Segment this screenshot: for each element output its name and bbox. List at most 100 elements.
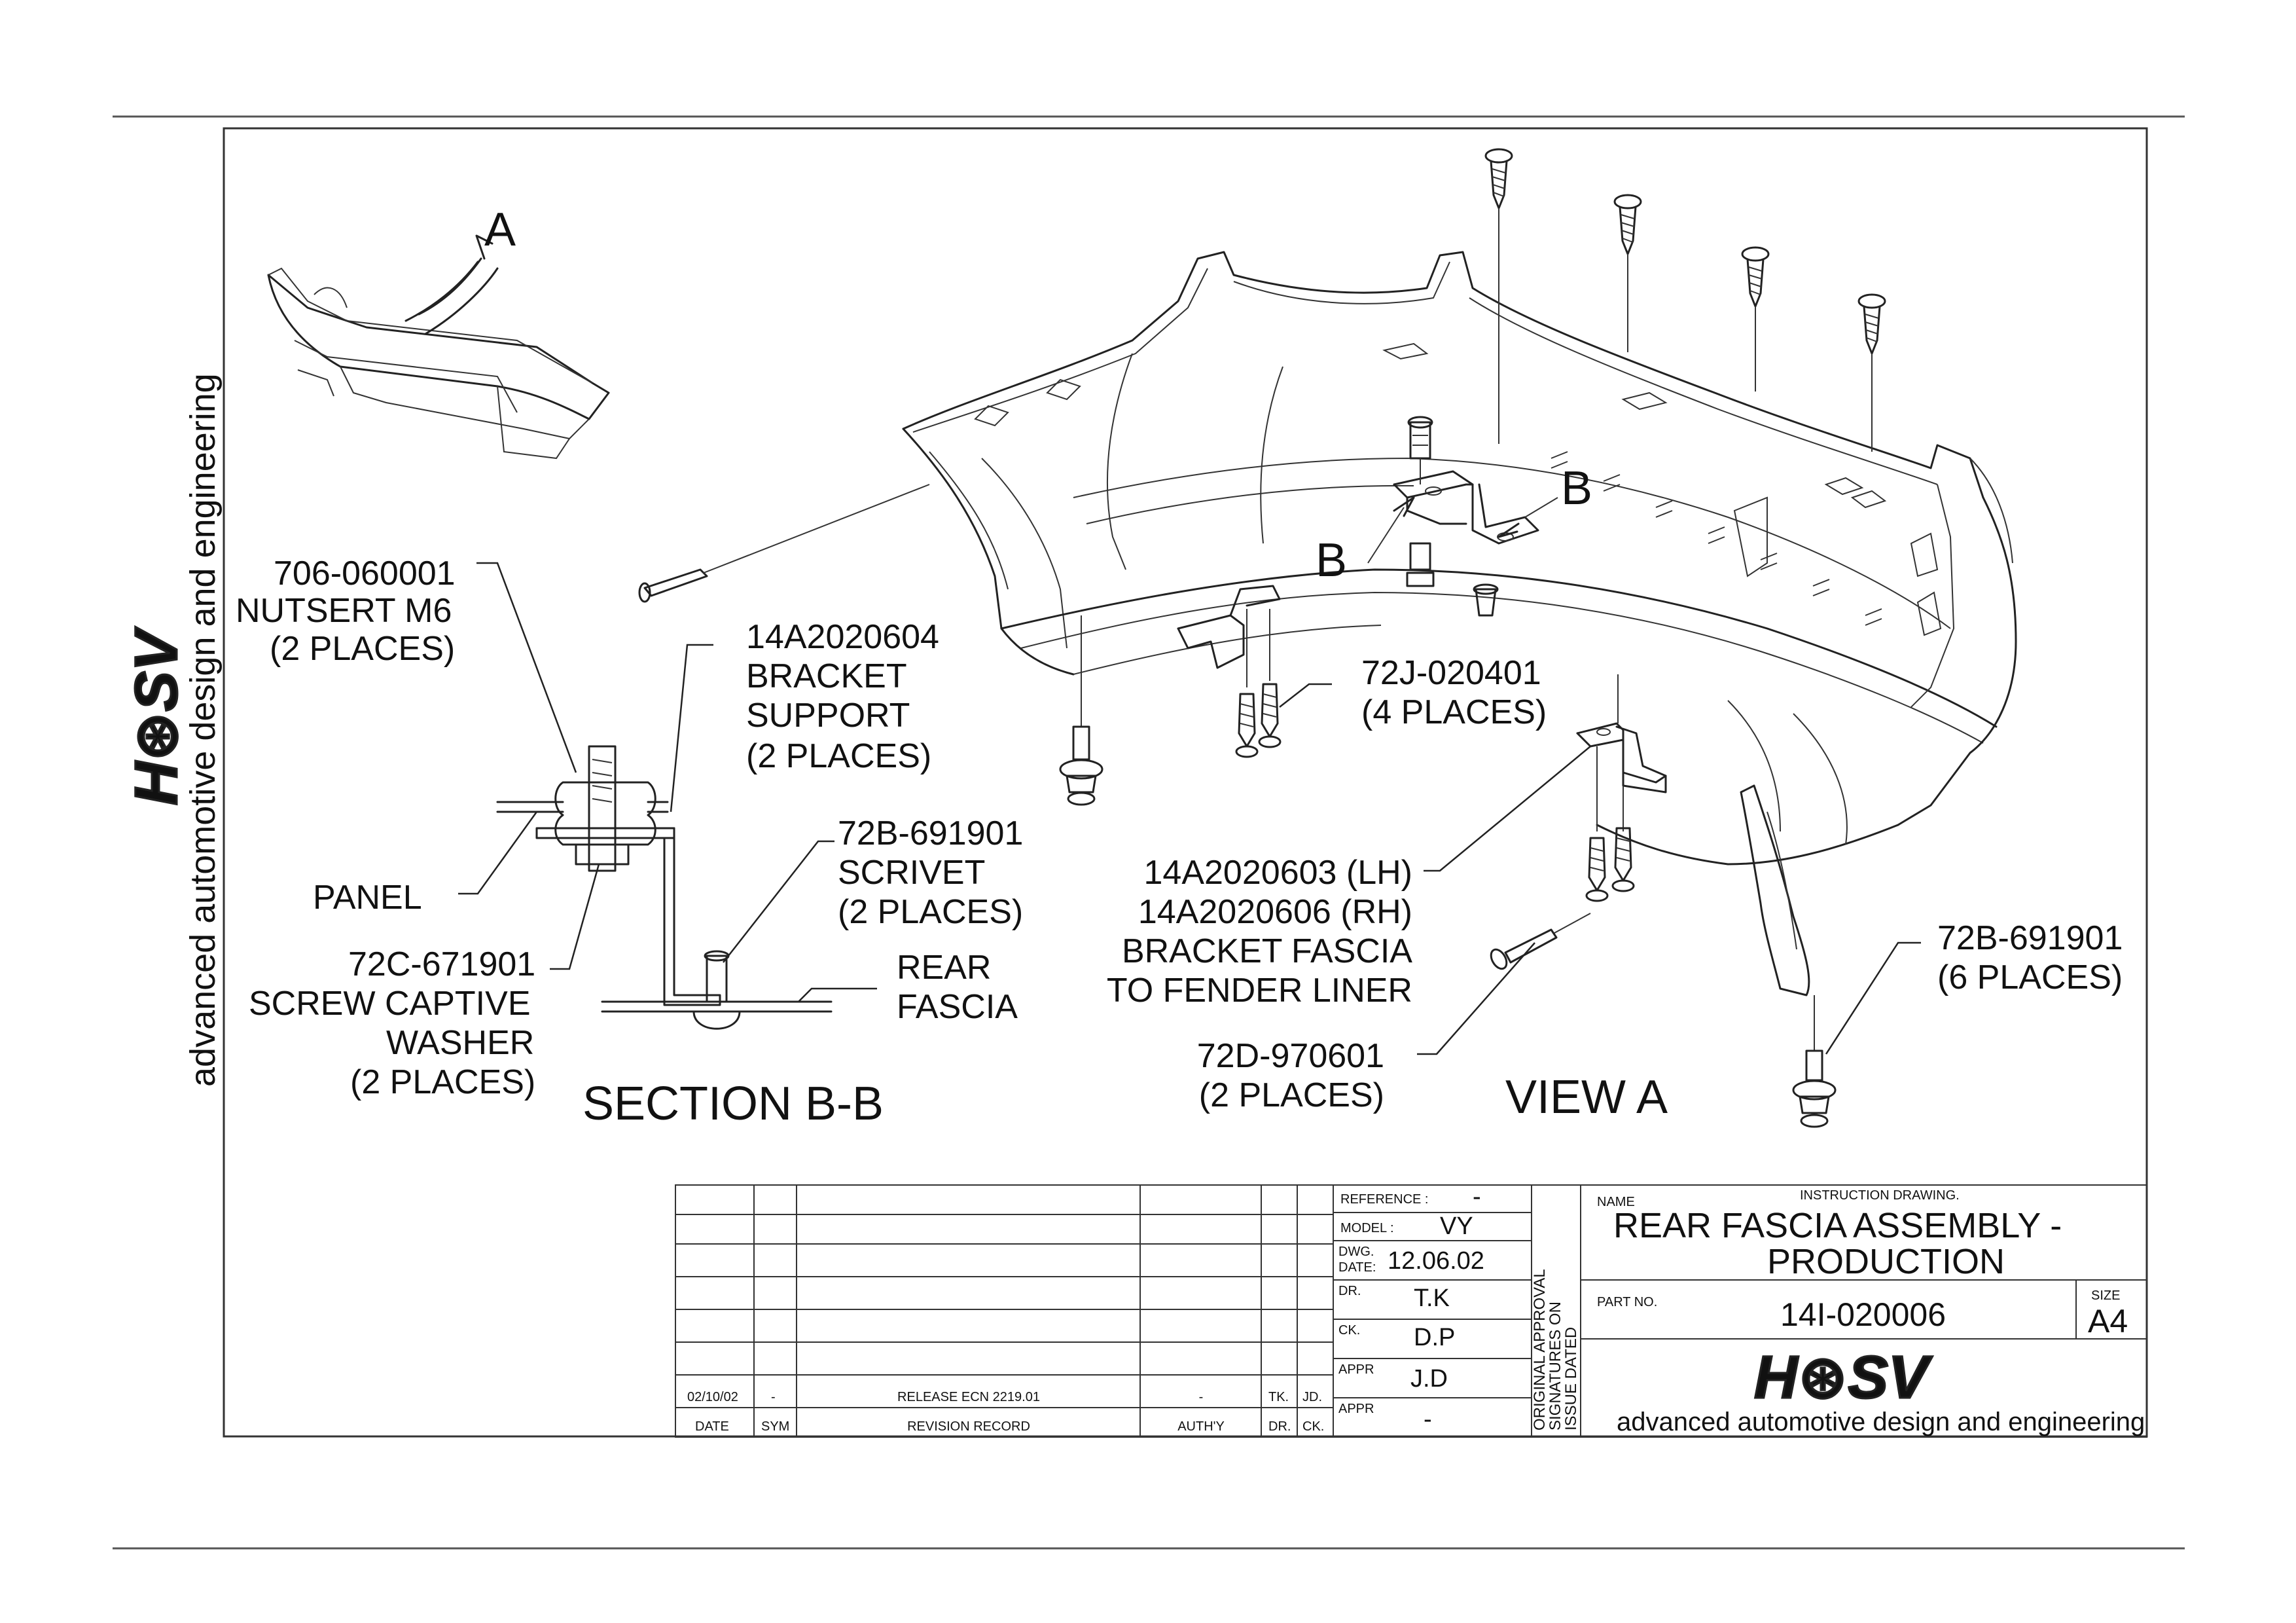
scrivet-view-qty: (6 PLACES)	[1937, 958, 2123, 996]
panel-label: PANEL	[313, 879, 422, 917]
callout-bracket-fascia: 14A2020603 (LH) 14A2020606 (RH) BRACKET …	[1107, 854, 1412, 1010]
callout-rear-fascia: REAR FASCIA	[897, 949, 1018, 1026]
sidebar-branding: advanced automotive design and engineeri…	[122, 373, 223, 1087]
callout-screw-72d: 72D-970601 (2 PLACES)	[1197, 1037, 1384, 1114]
drawing-name-1: REAR FASCIA ASSEMBLY -	[1613, 1206, 2062, 1245]
left-screw	[638, 484, 930, 603]
nutsert-part-no: 706-060001	[274, 555, 456, 593]
callout-screw-captive: 72C-671901 SCREW CAPTIVE WASHER (2 PLACE…	[249, 945, 535, 1101]
section-title: SECTION B-B	[583, 1078, 884, 1130]
part-no-value: 14I-020006	[1780, 1296, 1946, 1333]
ck-value: D.P	[1414, 1324, 1455, 1351]
bracket-support-part-no: 14A2020604	[746, 618, 939, 656]
scrivet-lower-left	[1059, 615, 1103, 806]
model-value: VY	[1440, 1213, 1473, 1240]
scrivet-section-qty: (2 PLACES)	[838, 893, 1023, 931]
rev-header-record: REVISION RECORD	[907, 1419, 1030, 1434]
rear-fascia-label-2: FASCIA	[897, 988, 1018, 1026]
section-b-b-detail	[458, 562, 877, 1030]
view-title: VIEW A	[1505, 1071, 1668, 1123]
reference-value: -	[1473, 1183, 1481, 1211]
rev-row-date: 02/10/02	[687, 1390, 738, 1404]
dwg-date-label-1: DWG.	[1338, 1245, 1374, 1259]
bracket-support-desc-1: BRACKET	[746, 657, 907, 695]
name-label: NAME	[1597, 1195, 1635, 1209]
callout-bracket-support: 14A2020604 BRACKET SUPPORT (2 PLACES)	[746, 618, 939, 775]
view-a-marker: A	[484, 204, 516, 256]
sidebar-logo-text: H⊛SV	[123, 627, 190, 805]
rev-header-date: DATE	[695, 1419, 729, 1434]
signature-note: ORIGINAL APPROVAL SIGNATURES ON ISSUE DA…	[1531, 1269, 1580, 1431]
rev-row-ck: JD.	[1302, 1390, 1322, 1404]
rev-row-dr: TK.	[1268, 1390, 1289, 1404]
appr-label: APPR	[1338, 1362, 1374, 1377]
revision-table: 02/10/02 - RELEASE ECN 2219.01 - TK. JD.…	[675, 1184, 1334, 1438]
dwg-date-label-2: DATE:	[1338, 1260, 1376, 1275]
bracket-fascia-rh: 14A2020606 (RH)	[1138, 893, 1412, 931]
rev-row-auth: -	[1199, 1390, 1204, 1404]
title-tagline: advanced automotive design and engineeri…	[1617, 1408, 2145, 1436]
rear-fascia-bumper	[902, 251, 2017, 996]
nutsert-desc: NUTSERT M6	[236, 592, 452, 630]
screw-72d	[1490, 913, 1591, 970]
view-a-leaders	[1279, 683, 1921, 1055]
appr2-value: -	[1424, 1406, 1432, 1433]
dr-value: T.K	[1414, 1285, 1450, 1312]
model-label: MODEL :	[1340, 1221, 1394, 1235]
inset-car-rear: A	[267, 204, 610, 460]
right-fender-bracket	[1576, 674, 1667, 902]
nutsert-qty: (2 PLACES)	[270, 630, 455, 668]
drawing-name-2: PRODUCTION	[1767, 1242, 2005, 1281]
bracket-support-desc-2: SUPPORT	[746, 697, 910, 735]
section-marker-right: B	[1561, 462, 1592, 515]
scrivet-section-desc: SCRIVET	[838, 854, 985, 892]
bracket-fascia-lh: 14A2020603 (LH)	[1143, 854, 1412, 892]
rev-header-sym: SYM	[761, 1419, 789, 1434]
signature-note-2: SIGNATURES ON	[1547, 1302, 1564, 1431]
callout-scrivet-section: 72B-691901 SCRIVET (2 PLACES)	[838, 814, 1023, 931]
ck-label: CK.	[1338, 1323, 1360, 1338]
section-marker-left: B	[1316, 534, 1347, 587]
appr2-label: APPR	[1338, 1402, 1374, 1416]
screw-captive-qty: (2 PLACES)	[350, 1063, 535, 1101]
bracket-fascia-desc-1: BRACKET FASCIA	[1122, 932, 1412, 970]
rev-header-dr: DR.	[1268, 1419, 1291, 1434]
lower-left-bracket	[1177, 585, 1282, 758]
reference-label: REFERENCE :	[1340, 1192, 1428, 1207]
rev-header-auth: AUTH'Y	[1177, 1419, 1225, 1434]
size-label: SIZE	[2091, 1288, 2120, 1303]
callout-nutsert: 706-060001 NUTSERT M6 (2 PLACES)	[236, 555, 456, 668]
callout-screw-72j: 72J-020401 (4 PLACES)	[1361, 654, 1547, 731]
screw-captive-desc-1: SCREW CAPTIVE	[249, 985, 531, 1023]
title-block: REFERENCE : - MODEL : VY DWG. DATE: 12.0…	[1333, 1183, 2147, 1438]
rev-header-ck: CK.	[1302, 1419, 1324, 1434]
scrivet-lower-right	[1792, 995, 1837, 1128]
signature-note-1: ORIGINAL APPROVAL	[1531, 1269, 1549, 1431]
size-value: A4	[2088, 1303, 2128, 1340]
bracket-support-qty: (2 PLACES)	[746, 737, 931, 775]
rear-fascia-label-1: REAR	[897, 949, 991, 987]
sidebar-tagline: advanced automotive design and engineeri…	[183, 373, 223, 1087]
sidebar-logo: H⊛SV	[122, 626, 191, 807]
scrivet-section-part-no: 72B-691901	[838, 814, 1023, 852]
dr-label: DR.	[1338, 1284, 1361, 1298]
part-no-label: PART NO.	[1597, 1295, 1657, 1309]
scrivet-view-part-no: 72B-691901	[1937, 919, 2123, 957]
center-bracket: B B	[1316, 416, 1592, 617]
top-screws	[1484, 148, 1886, 452]
signature-note-3: ISSUE DATED	[1562, 1327, 1580, 1431]
screw-72d-part-no: 72D-970601	[1197, 1037, 1384, 1075]
drawing-type: INSTRUCTION DRAWING.	[1800, 1188, 1960, 1203]
screw-72j-part-no: 72J-020401	[1361, 654, 1541, 692]
screw-captive-part-no: 72C-671901	[348, 945, 535, 983]
appr-value: J.D	[1410, 1365, 1448, 1393]
rev-row-record: RELEASE ECN 2219.01	[897, 1390, 1040, 1404]
screw-72d-qty: (2 PLACES)	[1199, 1076, 1384, 1114]
bracket-fascia-desc-2: TO FENDER LINER	[1107, 972, 1412, 1010]
screw-captive-desc-2: WASHER	[386, 1024, 534, 1062]
dwg-date-value: 12.06.02	[1388, 1247, 1484, 1275]
rev-row-sym: -	[771, 1390, 776, 1404]
callout-scrivet-view: 72B-691901 (6 PLACES)	[1937, 919, 2123, 996]
screw-72j-qty: (4 PLACES)	[1361, 693, 1547, 731]
